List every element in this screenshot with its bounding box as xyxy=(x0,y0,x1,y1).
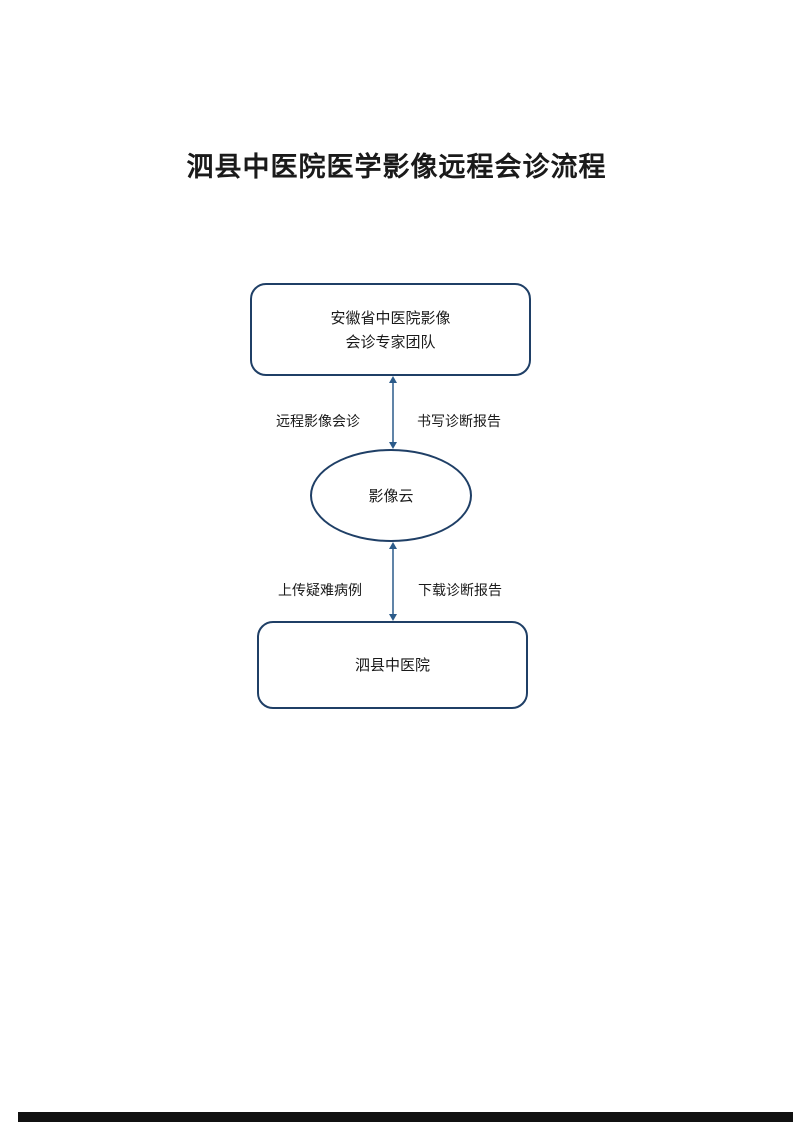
scan-edge-bar xyxy=(18,1112,793,1122)
edge-label-download-report: 下载诊断报告 xyxy=(418,583,502,599)
expert-team-node: 安徽省中医院影像 会诊专家团队 xyxy=(250,283,531,376)
lower-bidirectional-arrow xyxy=(383,542,403,621)
local-hospital-node: 泗县中医院 xyxy=(257,621,528,709)
image-cloud-node: 影像云 xyxy=(310,449,472,542)
image-cloud-label: 影像云 xyxy=(368,487,414,505)
edge-label-write-report: 书写诊断报告 xyxy=(417,414,501,430)
expert-team-line-2: 会诊专家团队 xyxy=(345,332,436,351)
expert-team-line-1: 安徽省中医院影像 xyxy=(330,308,451,327)
local-hospital-label: 泗县中医院 xyxy=(354,656,430,674)
upper-bidirectional-arrow xyxy=(383,376,403,449)
edge-label-upload-cases: 上传疑难病例 xyxy=(278,583,362,599)
edge-label-remote-consult: 远程影像会诊 xyxy=(276,414,360,430)
page-title: 泗县中医院医学影像远程会诊流程 xyxy=(186,152,607,183)
